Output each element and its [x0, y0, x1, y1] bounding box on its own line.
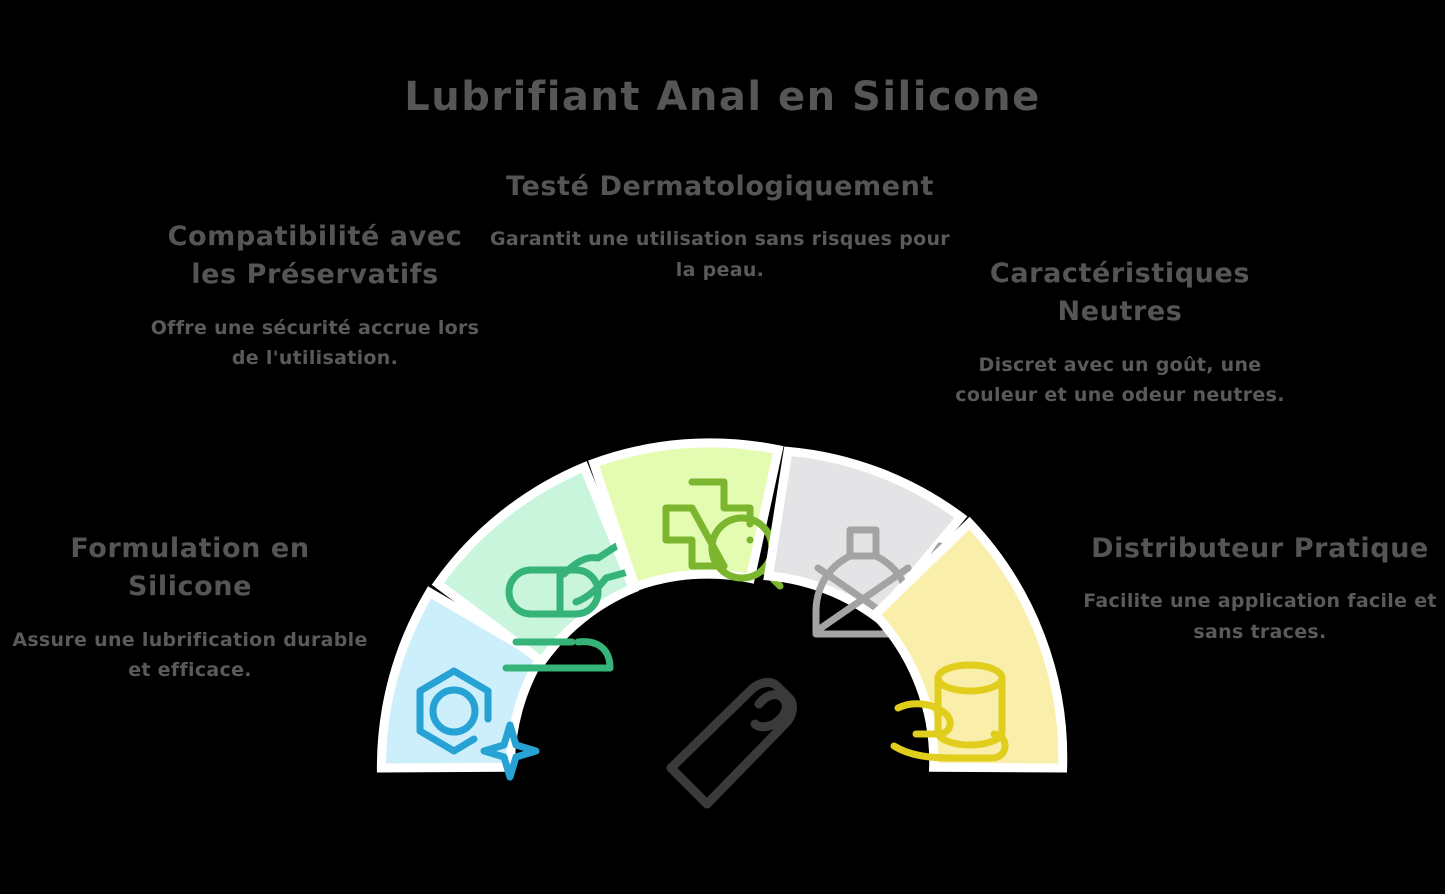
arc-segment-neutres-shape — [763, 446, 968, 624]
feature-body-distributeur: Facilite une application facile et sans … — [1083, 590, 1437, 644]
feature-block-neutres: Caractéristiques Neutres Discret avec un… — [945, 255, 1295, 411]
arc-segment-distributeur[interactable] — [868, 516, 1068, 773]
arc-segment-dermato[interactable] — [588, 438, 784, 593]
hexagon-sparkle-icon — [416, 667, 540, 781]
feature-heading-formulation: Formulation en Silicone — [70, 533, 310, 603]
hand-applying-icon — [502, 536, 632, 672]
condom-icon — [666, 678, 797, 809]
feature-heading-dermato: Testé Dermatologiquement — [506, 171, 934, 202]
feature-block-compatibilite: Compatibilité avec les Préservatifs Offr… — [150, 218, 480, 374]
feature-body-dermato: Garantit une utilisation sans risques po… — [490, 228, 950, 282]
feature-body-formulation: Assure une lubrification durable et effi… — [12, 628, 368, 682]
feature-body-neutres: Discret avec un goût, une couleur et une… — [955, 353, 1285, 407]
feature-heading-distributeur: Distributeur Pratique — [1091, 533, 1429, 564]
feature-block-formulation: Formulation en Silicone Assure une lubri… — [10, 530, 370, 686]
feature-body-compatibilite: Offre une sécurité accrue lors de l'util… — [150, 316, 480, 370]
feature-heading-compatibilite: Compatibilité avec les Préservatifs — [167, 221, 463, 291]
feature-block-distributeur: Distributeur Pratique Facilite une appli… — [1080, 530, 1440, 648]
arc-segment-distributeur-shape — [868, 516, 1068, 773]
hand-holding-container-icon — [890, 661, 1009, 762]
arc-segment-dermato-shape — [588, 438, 784, 593]
page-title: Lubrifiant Anal en Silicone — [404, 74, 1041, 120]
feature-heading-neutres: Caractéristiques Neutres — [989, 258, 1251, 328]
feature-block-dermato: Testé Dermatologiquement Garantit une ut… — [490, 168, 950, 286]
arc-segment-compatibilite[interactable] — [431, 461, 640, 672]
